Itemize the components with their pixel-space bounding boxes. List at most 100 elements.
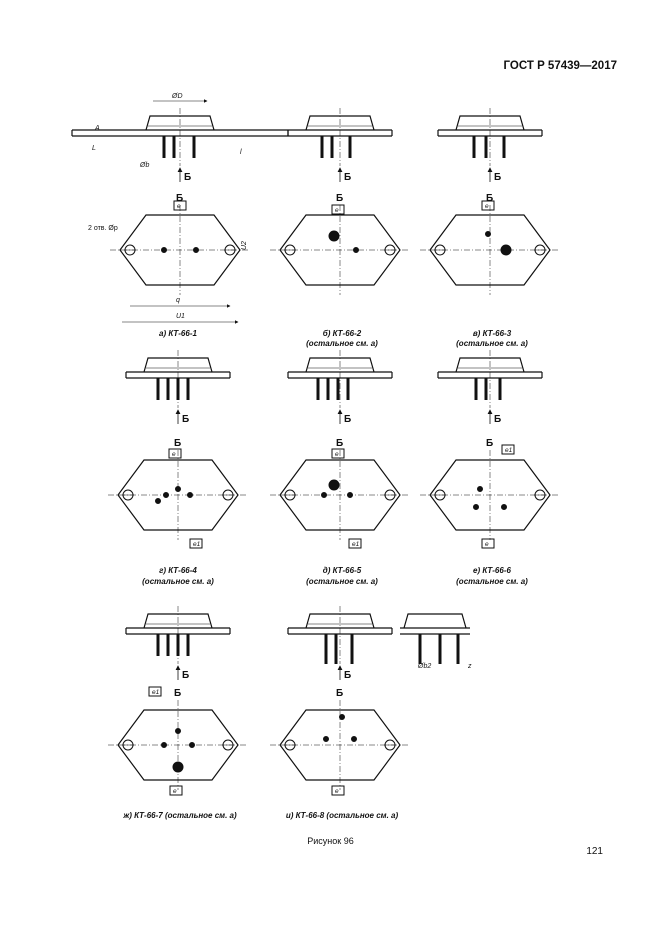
pin-lead [186, 378, 190, 400]
dim-box-label: e1 [152, 689, 160, 696]
dim-b2-label: Øb2 [417, 663, 431, 670]
pin-lead [502, 136, 506, 158]
dim-l-label: l [240, 149, 242, 156]
pin-lead [320, 136, 324, 158]
caption-i: и) КТ-66-8 (остальное см. а) [285, 811, 399, 820]
dim-q-label: q [176, 297, 180, 304]
pin [347, 492, 353, 498]
caption-d-note: (остальное см. а) [306, 577, 378, 586]
pin-lead [484, 378, 488, 400]
standard-header: ГОСТ Р 57439—2017 [503, 60, 617, 72]
view-mark: Б [174, 438, 181, 449]
pin-lead [156, 634, 160, 656]
caption-zh: ж) КТ-66-7 (остальное см. а) [123, 811, 237, 820]
caption-e: е) КТ-66-6 [473, 566, 511, 575]
pin-lead [324, 634, 328, 664]
dim-z-label: z [467, 663, 472, 670]
dim-e-box [169, 785, 183, 796]
pin [189, 742, 195, 748]
dim-b-label: Øb [139, 162, 149, 169]
pin-lead [166, 634, 170, 656]
pin-lead [484, 136, 488, 158]
view-mark: Б [494, 172, 501, 183]
view-mark: Б [182, 414, 189, 425]
pin-lead [326, 378, 330, 400]
pin [175, 728, 181, 734]
pin-lead [330, 136, 334, 158]
dim-e1-box [501, 444, 515, 455]
pin [161, 247, 167, 253]
pin-lead [438, 634, 442, 664]
pin [477, 486, 483, 492]
dim-box-label: e [177, 203, 181, 210]
pin-lead [192, 136, 196, 158]
view-mark: Б [182, 670, 189, 681]
pin-lead [474, 378, 478, 400]
pin-lead [350, 634, 354, 664]
dim-U1-label: U1 [176, 313, 185, 320]
pin-lead [456, 634, 460, 664]
dim-holes-label: 2 отв. Øp [88, 225, 118, 232]
pin [172, 761, 184, 773]
caption-v: в) КТ-66-3 [472, 329, 512, 338]
dim-A-label: A [94, 125, 100, 132]
pin-lead [186, 634, 190, 656]
dim-box-label: e [485, 541, 489, 548]
caption-e-note: (остальное см. а) [456, 577, 528, 586]
dim-e-box [481, 200, 495, 211]
view-mark: Б [344, 414, 351, 425]
dim-e1-box [189, 538, 203, 549]
dim-box-label: e [485, 203, 489, 210]
pin-lead [418, 634, 422, 664]
caption-b: б) КТ-66-2 [322, 329, 362, 338]
pin [193, 247, 199, 253]
pin [485, 231, 491, 237]
pin-lead [316, 378, 320, 400]
pin-lead [172, 136, 176, 158]
view-mark: Б [494, 414, 501, 425]
dim-e-box [173, 200, 187, 211]
pin-lead [162, 136, 166, 158]
dim-L-label: L [92, 145, 96, 152]
pin-lead [336, 378, 340, 400]
pin [339, 714, 345, 720]
package-cap [403, 613, 467, 629]
pin-lead [348, 136, 352, 158]
dim-e-box [331, 204, 345, 215]
dim-e1-box [148, 686, 162, 697]
pin-lead [334, 634, 338, 664]
dim-box-label: e1 [352, 541, 360, 548]
dim-box-label: e [335, 207, 339, 214]
dim-box-label: e [172, 451, 176, 458]
pin-lead [156, 378, 160, 400]
dim-e-box [168, 448, 182, 459]
dim-U2-label: U2 [241, 241, 248, 250]
dim-box-label: e [173, 788, 177, 795]
view-mark: Б [336, 193, 343, 204]
view-mark: Б [344, 172, 351, 183]
dim-box-label: e1 [505, 447, 513, 454]
view-mark: Б [344, 670, 351, 681]
dim-box-label: e [335, 451, 339, 458]
view-mark: Б [184, 172, 191, 183]
view-mark: Б [176, 193, 183, 204]
dim-box-label: e [335, 788, 339, 795]
pin [321, 492, 327, 498]
view-mark: Б [336, 438, 343, 449]
pin [353, 247, 359, 253]
pin-lead [166, 378, 170, 400]
pin [351, 736, 357, 742]
page-number: 121 [586, 846, 603, 857]
pin [328, 479, 340, 491]
caption-d: д) КТ-66-5 [322, 566, 362, 575]
pin-lead [346, 378, 350, 400]
pin-lead [498, 378, 502, 400]
pin [187, 492, 193, 498]
pin [328, 230, 340, 242]
figure-title: Рисунок 96 [307, 836, 354, 846]
dim-box-label: e1 [193, 541, 201, 548]
view-mark: Б [486, 438, 493, 449]
